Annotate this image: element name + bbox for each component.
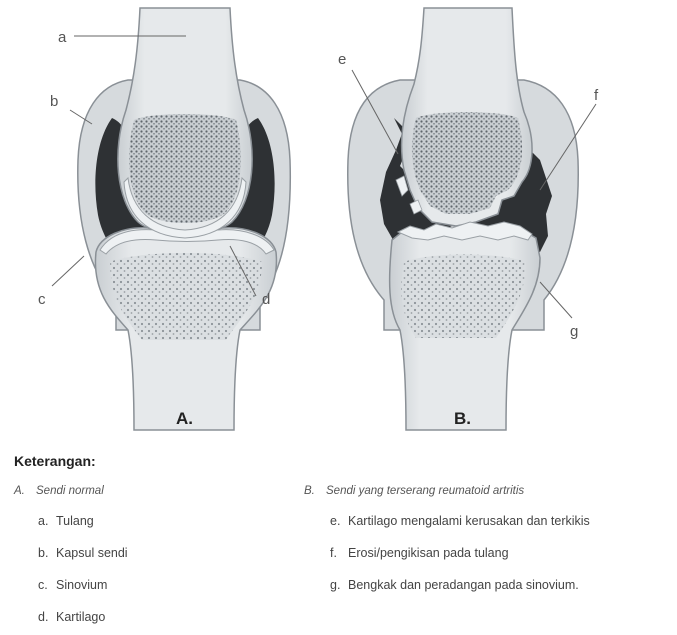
legend-item-text: Kartilago mengalami kerusakan dan terkik… — [348, 514, 590, 528]
legend-group-b-heading: B.Sendi yang terserang reumatoid artriti… — [304, 485, 524, 497]
figure-label-a: A. — [176, 409, 193, 428]
legend-item-d: d.Kartilago — [38, 610, 105, 624]
label-f: f — [594, 87, 599, 104]
legend-item-text: Sinovium — [56, 578, 107, 592]
legend-group-a-heading: A.Sendi normal — [14, 485, 104, 497]
legend-group-a-marker: A. — [14, 485, 36, 497]
legend-title: Keterangan: — [14, 453, 96, 469]
legend: Keterangan: A.Sendi normal a.Tulang b.Ka… — [0, 440, 677, 635]
upper-bone-spongy-a — [129, 114, 241, 223]
legend-item-marker: d. — [38, 610, 56, 624]
legend-item-text: Bengkak dan peradangan pada sinovium. — [348, 578, 579, 592]
figure-label-b: B. — [454, 409, 471, 428]
normal-joint-figure: a b c d A. — [38, 8, 290, 430]
legend-item-text: Tulang — [56, 514, 94, 528]
joint-diagram: a b c d A. e f g B. — [0, 0, 677, 440]
legend-group-b-title: Sendi yang terserang reumatoid artritis — [326, 485, 524, 497]
legend-item-marker: c. — [38, 578, 56, 592]
label-g: g — [570, 323, 578, 340]
legend-item-marker: b. — [38, 546, 56, 560]
label-a: a — [58, 29, 67, 46]
legend-item-e: e.Kartilago mengalami kerusakan dan terk… — [330, 514, 590, 528]
legend-item-a: a.Tulang — [38, 514, 94, 528]
legend-item-marker: e. — [330, 514, 348, 528]
legend-item-b: b.Kapsul sendi — [38, 546, 128, 560]
legend-item-f: f.Erosi/pengikisan pada tulang — [330, 546, 509, 560]
label-b: b — [50, 93, 58, 110]
legend-item-g: g.Bengkak dan peradangan pada sinovium. — [330, 578, 579, 592]
legend-item-text: Kapsul sendi — [56, 546, 128, 560]
legend-item-marker: f. — [330, 546, 348, 560]
legend-item-marker: a. — [38, 514, 56, 528]
ra-joint-figure: e f g B. — [338, 8, 599, 430]
legend-item-text: Erosi/pengikisan pada tulang — [348, 546, 509, 560]
legend-item-marker: g. — [330, 578, 348, 592]
legend-item-c: c.Sinovium — [38, 578, 107, 592]
legend-group-a-title: Sendi normal — [36, 485, 104, 497]
legend-group-b-marker: B. — [304, 485, 326, 497]
legend-item-text: Kartilago — [56, 610, 105, 624]
label-d: d — [262, 291, 270, 308]
label-e: e — [338, 51, 346, 68]
label-c: c — [38, 291, 46, 308]
